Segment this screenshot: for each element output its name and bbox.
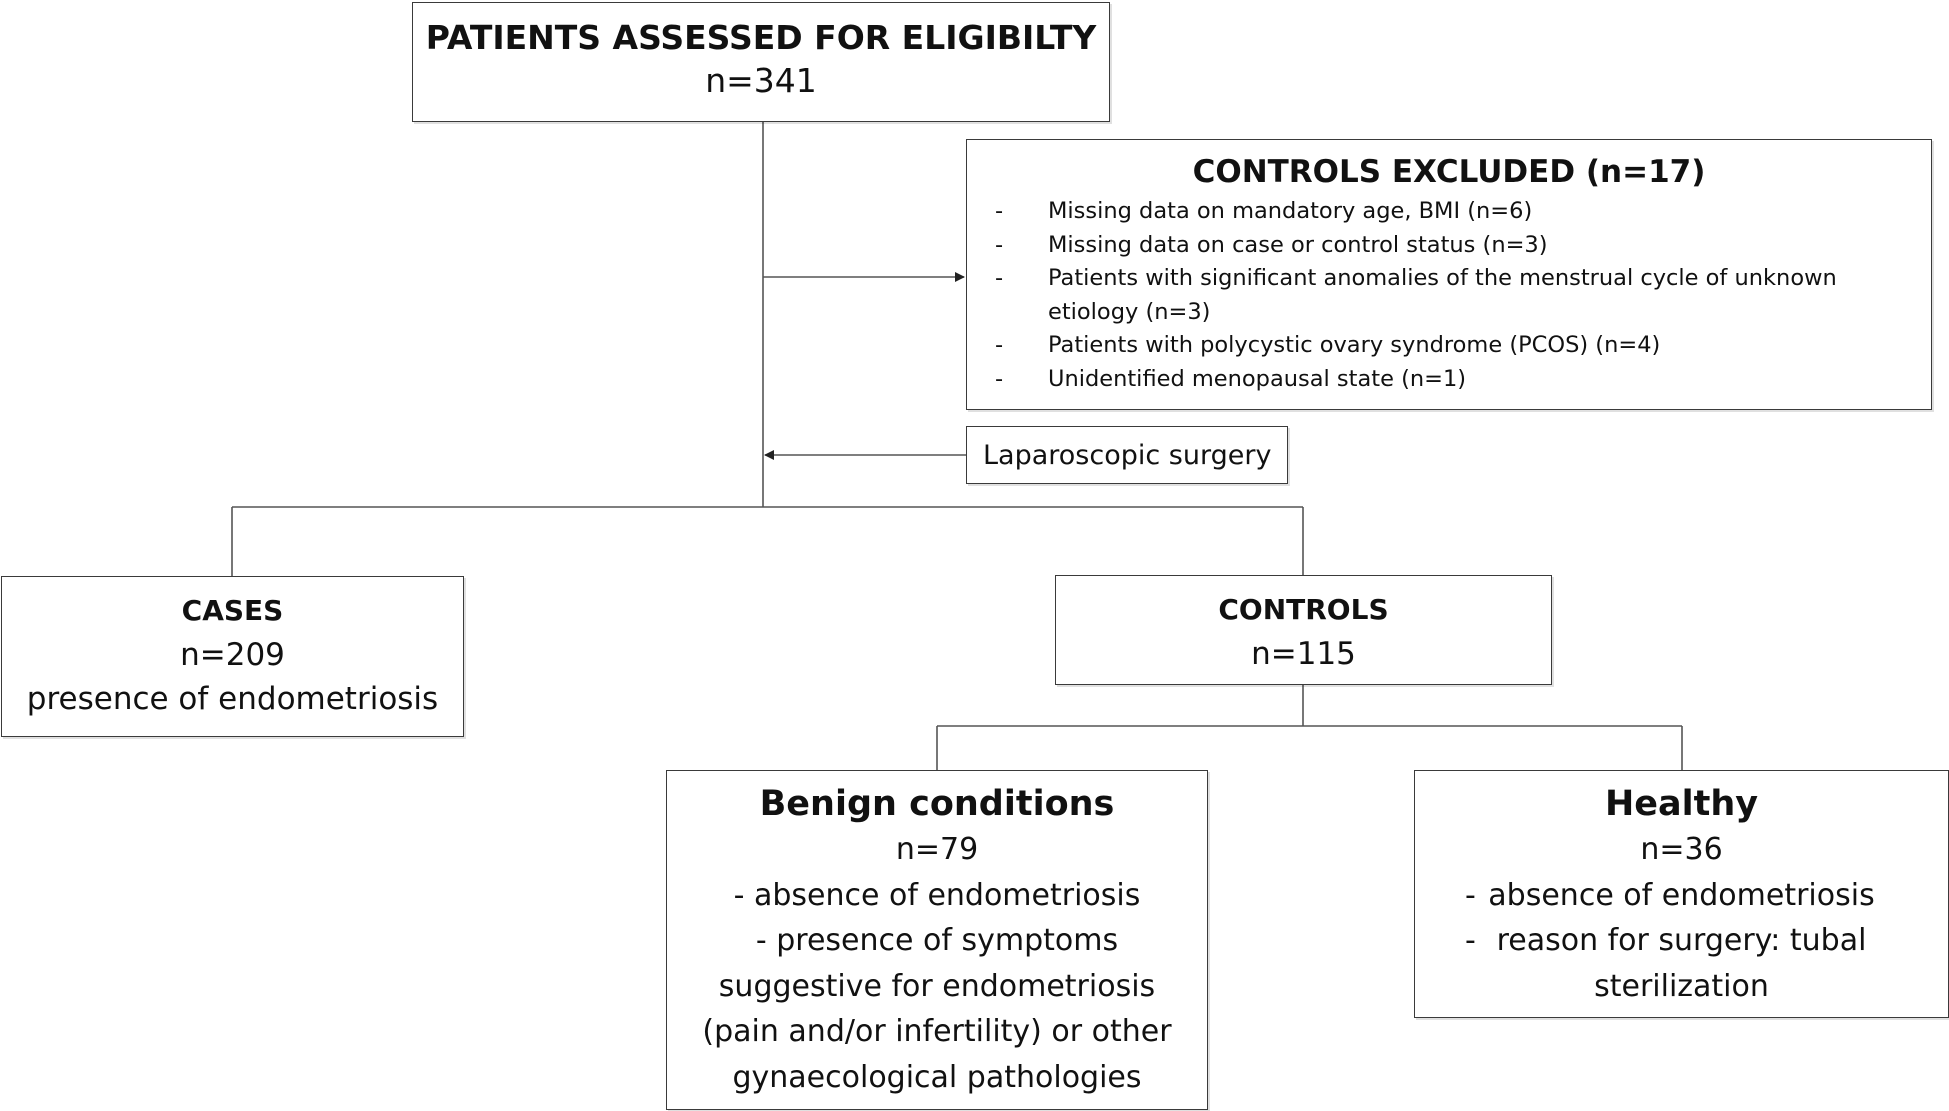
excluded-list: Missing data on mandatory age, BMI (n=6)…: [979, 195, 1919, 396]
excluded-item: Patients with polycystic ovary syndrome …: [979, 329, 1919, 363]
benign-line: (pain and/or infertility) or other: [702, 1014, 1172, 1050]
excluded-item: Missing data on mandatory age, BMI (n=6): [979, 195, 1919, 229]
healthy-item-text: absence of endometriosis: [1488, 877, 1875, 913]
cases-box: CASES n=209 presence of endometriosis: [1, 576, 464, 737]
benign-count: n=79: [895, 832, 979, 867]
healthy-item: - absence of endometriosis: [1415, 873, 1948, 919]
benign-line: suggestive for endometriosis: [718, 968, 1156, 1004]
cases-title: CASES: [181, 594, 284, 627]
controls-count: n=115: [1251, 636, 1356, 672]
list-dash: -: [1465, 877, 1476, 913]
list-dash: -: [1465, 923, 1476, 959]
healthy-item-continuation: sterilization: [1594, 968, 1769, 1004]
benign-title: Benign conditions: [759, 784, 1115, 824]
excluded-item: Missing data on case or control status (…: [979, 229, 1919, 263]
benign-box: Benign conditions n=79 - absence of endo…: [666, 770, 1208, 1110]
laparoscopic-label: Laparoscopic surgery: [983, 440, 1272, 471]
assessed-title: PATIENTS ASSESSED FOR ELIGIBILTY: [425, 18, 1097, 57]
cases-description: presence of endometriosis: [26, 681, 439, 717]
healthy-item: - reason for surgery: tubal: [1415, 918, 1948, 964]
benign-line: - presence of symptoms: [755, 923, 1119, 959]
excluded-item: Unidentified menopausal state (n=1): [979, 363, 1919, 397]
benign-line: - absence of endometriosis: [733, 877, 1141, 913]
excluded-title: CONTROLS EXCLUDED (n=17): [1192, 154, 1706, 190]
healthy-item-text: reason for surgery: tubal: [1496, 923, 1867, 959]
assessed-count: n=341: [705, 61, 817, 100]
healthy-title: Healthy: [1604, 784, 1759, 824]
excluded-item: Patients with significant anomalies of t…: [979, 262, 1919, 329]
excluded-box: CONTROLS EXCLUDED (n=17) Missing data on…: [966, 139, 1932, 410]
benign-line: gynaecological pathologies: [732, 1059, 1142, 1095]
assessed-box: PATIENTS ASSESSED FOR ELIGIBILTY n=341: [412, 2, 1110, 122]
cases-count: n=209: [180, 637, 285, 673]
laparoscopic-box: Laparoscopic surgery: [966, 426, 1288, 484]
healthy-count: n=36: [1640, 832, 1723, 867]
controls-title: CONTROLS: [1218, 593, 1389, 626]
healthy-box: Healthy n=36 - absence of endometriosis …: [1414, 770, 1949, 1018]
controls-box: CONTROLS n=115: [1055, 575, 1552, 685]
